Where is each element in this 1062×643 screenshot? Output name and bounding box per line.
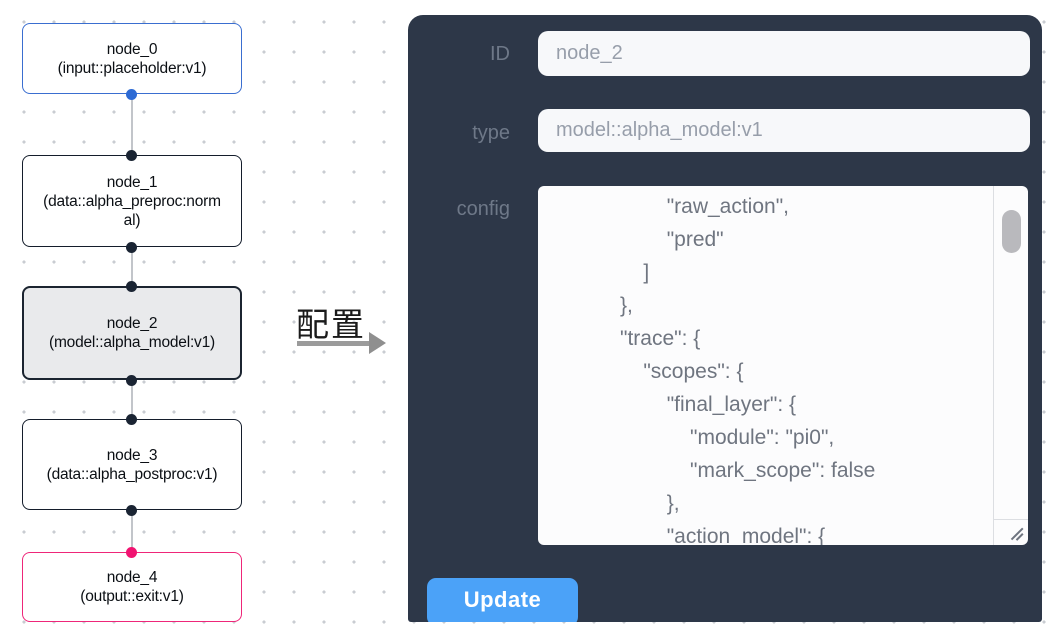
node3-source-handle[interactable] (126, 504, 137, 516)
type-input[interactable]: model::alpha_model:v1 (538, 109, 1030, 152)
node-0[interactable]: node_0 (input::placeholder:v1) (22, 23, 242, 94)
node-title: node_0 (106, 40, 158, 58)
node1-target-handle[interactable] (126, 149, 137, 161)
node0-source-handle[interactable] (126, 88, 137, 100)
node-type-label: (data::alpha_preproc:normal) (43, 192, 221, 229)
id-input[interactable]: node_2 (538, 31, 1030, 76)
configure-label: 配置 (296, 306, 366, 343)
edge-node3-node4 (130, 510, 133, 552)
id-field-label: ID (490, 43, 510, 65)
node-title: node_2 (106, 315, 158, 332)
right-arrow-icon (297, 332, 389, 354)
edge-node1-node2 (130, 247, 133, 286)
node2-source-handle[interactable] (126, 374, 137, 386)
edge-node0-node1 (130, 94, 133, 155)
node-title: node_1 (106, 173, 158, 191)
node2-target-handle[interactable] (126, 280, 137, 292)
node-title: node_3 (106, 446, 158, 464)
node4-target-handle[interactable] (126, 546, 137, 558)
node3-target-handle[interactable] (126, 413, 137, 425)
node-title: node_4 (106, 569, 158, 586)
type-field-label: type (472, 122, 510, 144)
config-json-text: "raw_action", "pred" ] }, "trace": { "sc… (620, 195, 876, 545)
node1-source-handle[interactable] (126, 241, 137, 253)
node-config-panel: ID node_2 type model::alpha_model:v1 con… (408, 15, 1042, 622)
config-scrollbar-track (993, 186, 1028, 545)
edge-node2-node3 (130, 380, 133, 419)
node-type-label: (input::placeholder:v1) (57, 59, 207, 77)
node-3[interactable]: node_3 (data::alpha_postproc:v1) (22, 419, 242, 510)
node-type-label: (model::alpha_model:v1) (49, 334, 215, 351)
node-1[interactable]: node_1 (data::alpha_preproc:normal) (22, 155, 242, 247)
scrollbar-corner (994, 519, 1028, 545)
node-4[interactable]: node_4 (output::exit:v1) (22, 552, 242, 622)
node-2-selected[interactable]: node_2 (model::alpha_model:v1) (22, 286, 242, 380)
node-type-label: (data::alpha_postproc:v1) (46, 465, 218, 483)
update-button[interactable]: Update (427, 578, 578, 622)
config-scrollbar-thumb[interactable] (1002, 210, 1021, 253)
textarea-resize-handle[interactable] (1008, 524, 1026, 542)
node-type-label: (output::exit:v1) (80, 588, 184, 605)
config-textarea[interactable]: "raw_action", "pred" ] }, "trace": { "sc… (538, 186, 1028, 545)
config-field-label: config (456, 198, 510, 220)
